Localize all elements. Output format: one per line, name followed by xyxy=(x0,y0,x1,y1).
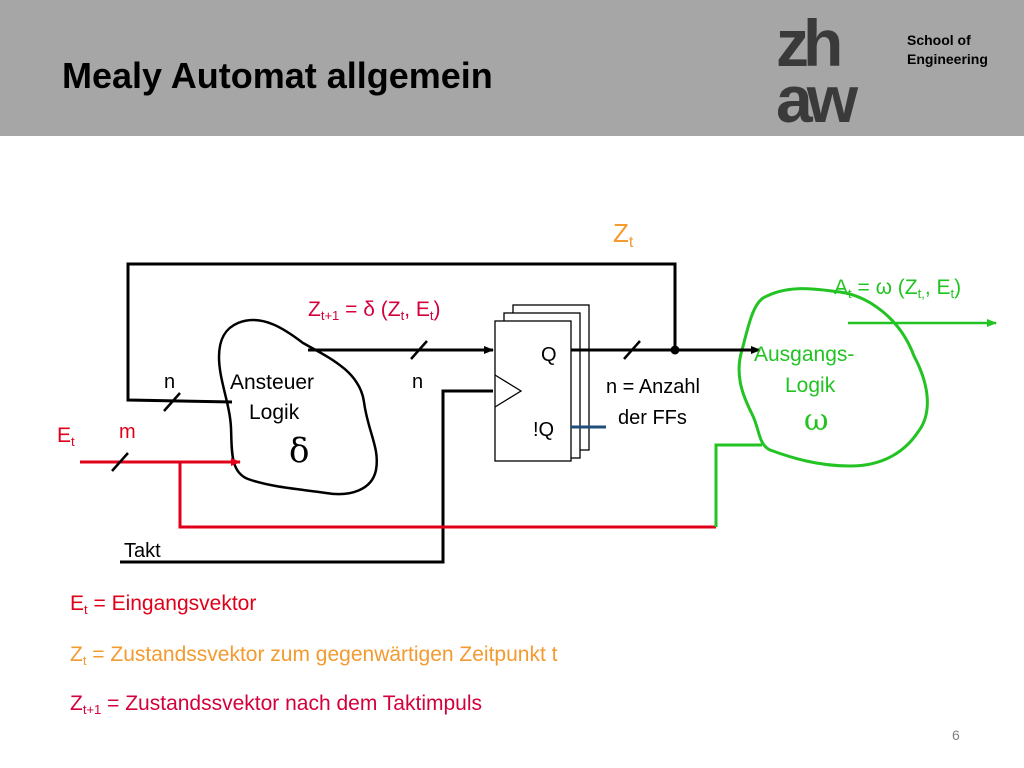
flipflop-stack xyxy=(494,304,590,462)
clock-triangle xyxy=(494,374,523,408)
ansteuer-label-line1: Ansteuer xyxy=(230,371,315,394)
slide-header: Mealy Automat allgemein zh aw School of … xyxy=(0,0,1024,136)
takt-wire xyxy=(120,389,493,564)
bus-slash-feedback xyxy=(163,392,181,412)
bus-slash-input xyxy=(111,452,129,472)
omega-symbol: ω xyxy=(804,403,829,438)
legend-et: Et = Eingangsvektor xyxy=(70,592,257,617)
anzahl-label-line1: n = Anzahl xyxy=(606,376,700,398)
bus-width-feedback: n xyxy=(164,371,176,393)
school-of-engineering: School of Engineering xyxy=(907,31,988,69)
junction-dot xyxy=(670,345,680,355)
ausgangs-label-line1: Ausgangs- xyxy=(754,343,855,366)
ansteuer-logik-blob xyxy=(217,318,379,496)
school-line1: School of xyxy=(907,32,971,48)
takt-label: Takt xyxy=(124,540,161,562)
nq-output-label: !Q xyxy=(533,419,555,441)
ausgangs-label-line2: Logik xyxy=(785,374,836,397)
ansteuer-label-line2: Logik xyxy=(249,401,300,424)
input-branch-wire xyxy=(178,462,716,529)
mealy-diagram xyxy=(80,262,997,564)
svg-text:zh: zh xyxy=(776,10,840,80)
feedback-wire xyxy=(126,262,677,404)
flipflop-front xyxy=(494,320,572,462)
bus-slash-next-state xyxy=(410,340,428,360)
omega-equation: At = ω (Zt,, Et) xyxy=(834,276,962,301)
q-output-label: Q xyxy=(541,344,557,366)
school-line2: Engineering xyxy=(907,51,988,67)
delta-equation: Zt+1 = δ (Zt, Et) xyxy=(308,298,441,323)
slide-title: Mealy Automat allgemein xyxy=(62,55,493,96)
legend-zt: Zt = Zustandssvektor zum gegenwärtigen Z… xyxy=(70,643,558,668)
output-input-wire xyxy=(714,443,762,527)
et-input-label: Et xyxy=(57,424,75,449)
bus-width-input: m xyxy=(119,421,136,443)
legend-zt1: Zt+1 = Zustandssvektor nach dem Taktimpu… xyxy=(70,692,483,717)
bus-slash-state xyxy=(623,340,641,360)
svg-text:aw: aw xyxy=(776,62,859,128)
anzahl-label-line2: der FFs xyxy=(618,407,687,429)
ausgangs-logik-blob xyxy=(737,287,929,468)
zt-label: Zt xyxy=(613,218,634,251)
zhaw-logo: zh aw xyxy=(776,10,865,128)
delta-symbol: δ xyxy=(289,431,310,471)
bus-width-next-state: n xyxy=(412,371,424,393)
page-number: 6 xyxy=(952,727,960,743)
